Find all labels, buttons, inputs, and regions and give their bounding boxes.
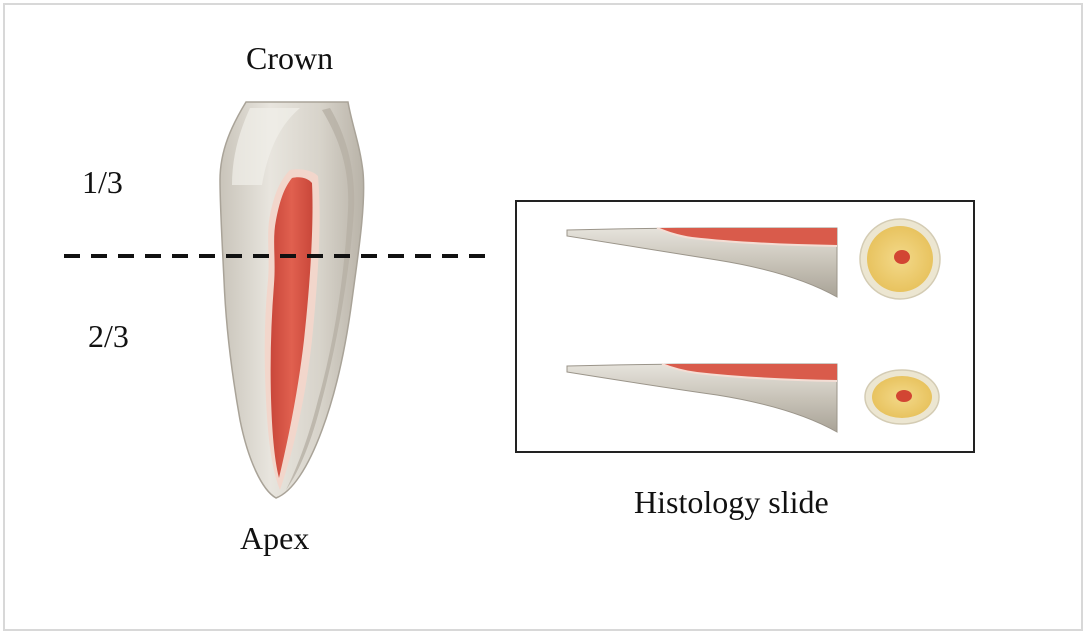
crown-label: Crown <box>246 42 333 74</box>
cross-section-lower <box>865 370 939 424</box>
pulp-dot-upper <box>894 250 910 264</box>
cross-section-upper <box>860 219 940 299</box>
one-third-label: 1/3 <box>82 166 123 198</box>
histology-sections <box>517 202 973 451</box>
pulp-dot-lower <box>896 390 912 402</box>
longitudinal-section-upper <box>567 228 837 297</box>
histology-slide-label: Histology slide <box>634 486 829 518</box>
histology-panel <box>515 200 975 453</box>
longitudinal-section-lower <box>567 364 837 432</box>
two-thirds-label: 2/3 <box>88 320 129 352</box>
apex-label: Apex <box>240 522 309 554</box>
